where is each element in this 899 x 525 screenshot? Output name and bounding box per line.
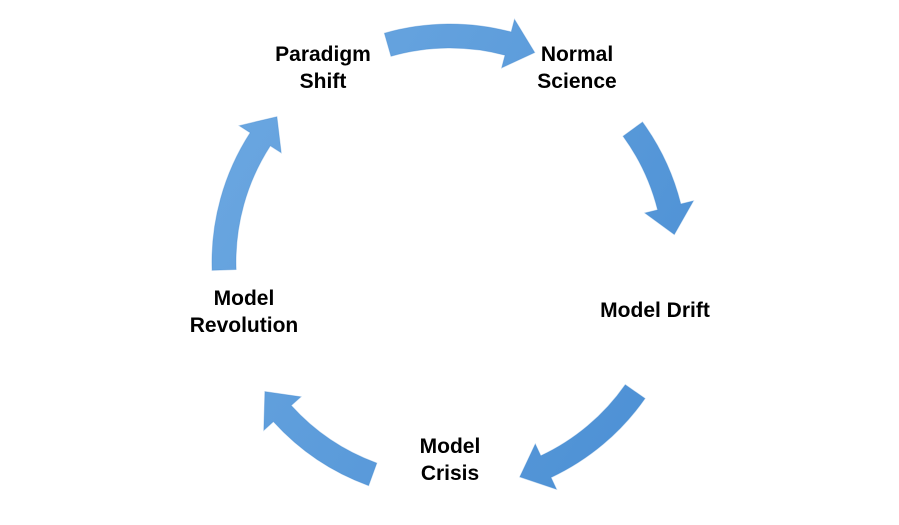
arrow-drift-to-crisis-icon — [519, 384, 646, 491]
arrow-paradigm-to-normal-icon — [383, 18, 536, 69]
arrow-crisis-to-revolution-icon — [263, 391, 378, 487]
stage-label-paradigm-shift: Paradigm Shift — [268, 41, 378, 95]
stage-label-line: Model — [419, 435, 481, 458]
stage-label-model-crisis: Model Crisis — [405, 433, 495, 487]
stage-label-line: Model Drift — [600, 299, 710, 322]
stage-label-line: Paradigm — [275, 43, 371, 66]
stage-label-normal-science: Normal Science — [532, 41, 622, 95]
stage-label-line: Normal — [540, 43, 614, 66]
stage-label-model-revolution: Model Revolution — [180, 285, 308, 339]
stage-label-line: Science — [537, 70, 617, 93]
stage-label-line: Model — [213, 287, 275, 310]
stage-label-line: Crisis — [420, 462, 480, 485]
arrow-normal-to-drift-icon — [622, 121, 695, 236]
stage-label-line: Revolution — [189, 314, 299, 337]
stage-label-model-drift: Model Drift — [587, 297, 723, 324]
stage-label-line: Shift — [299, 70, 347, 93]
arrow-revolution-to-paradigm-icon — [211, 116, 282, 271]
